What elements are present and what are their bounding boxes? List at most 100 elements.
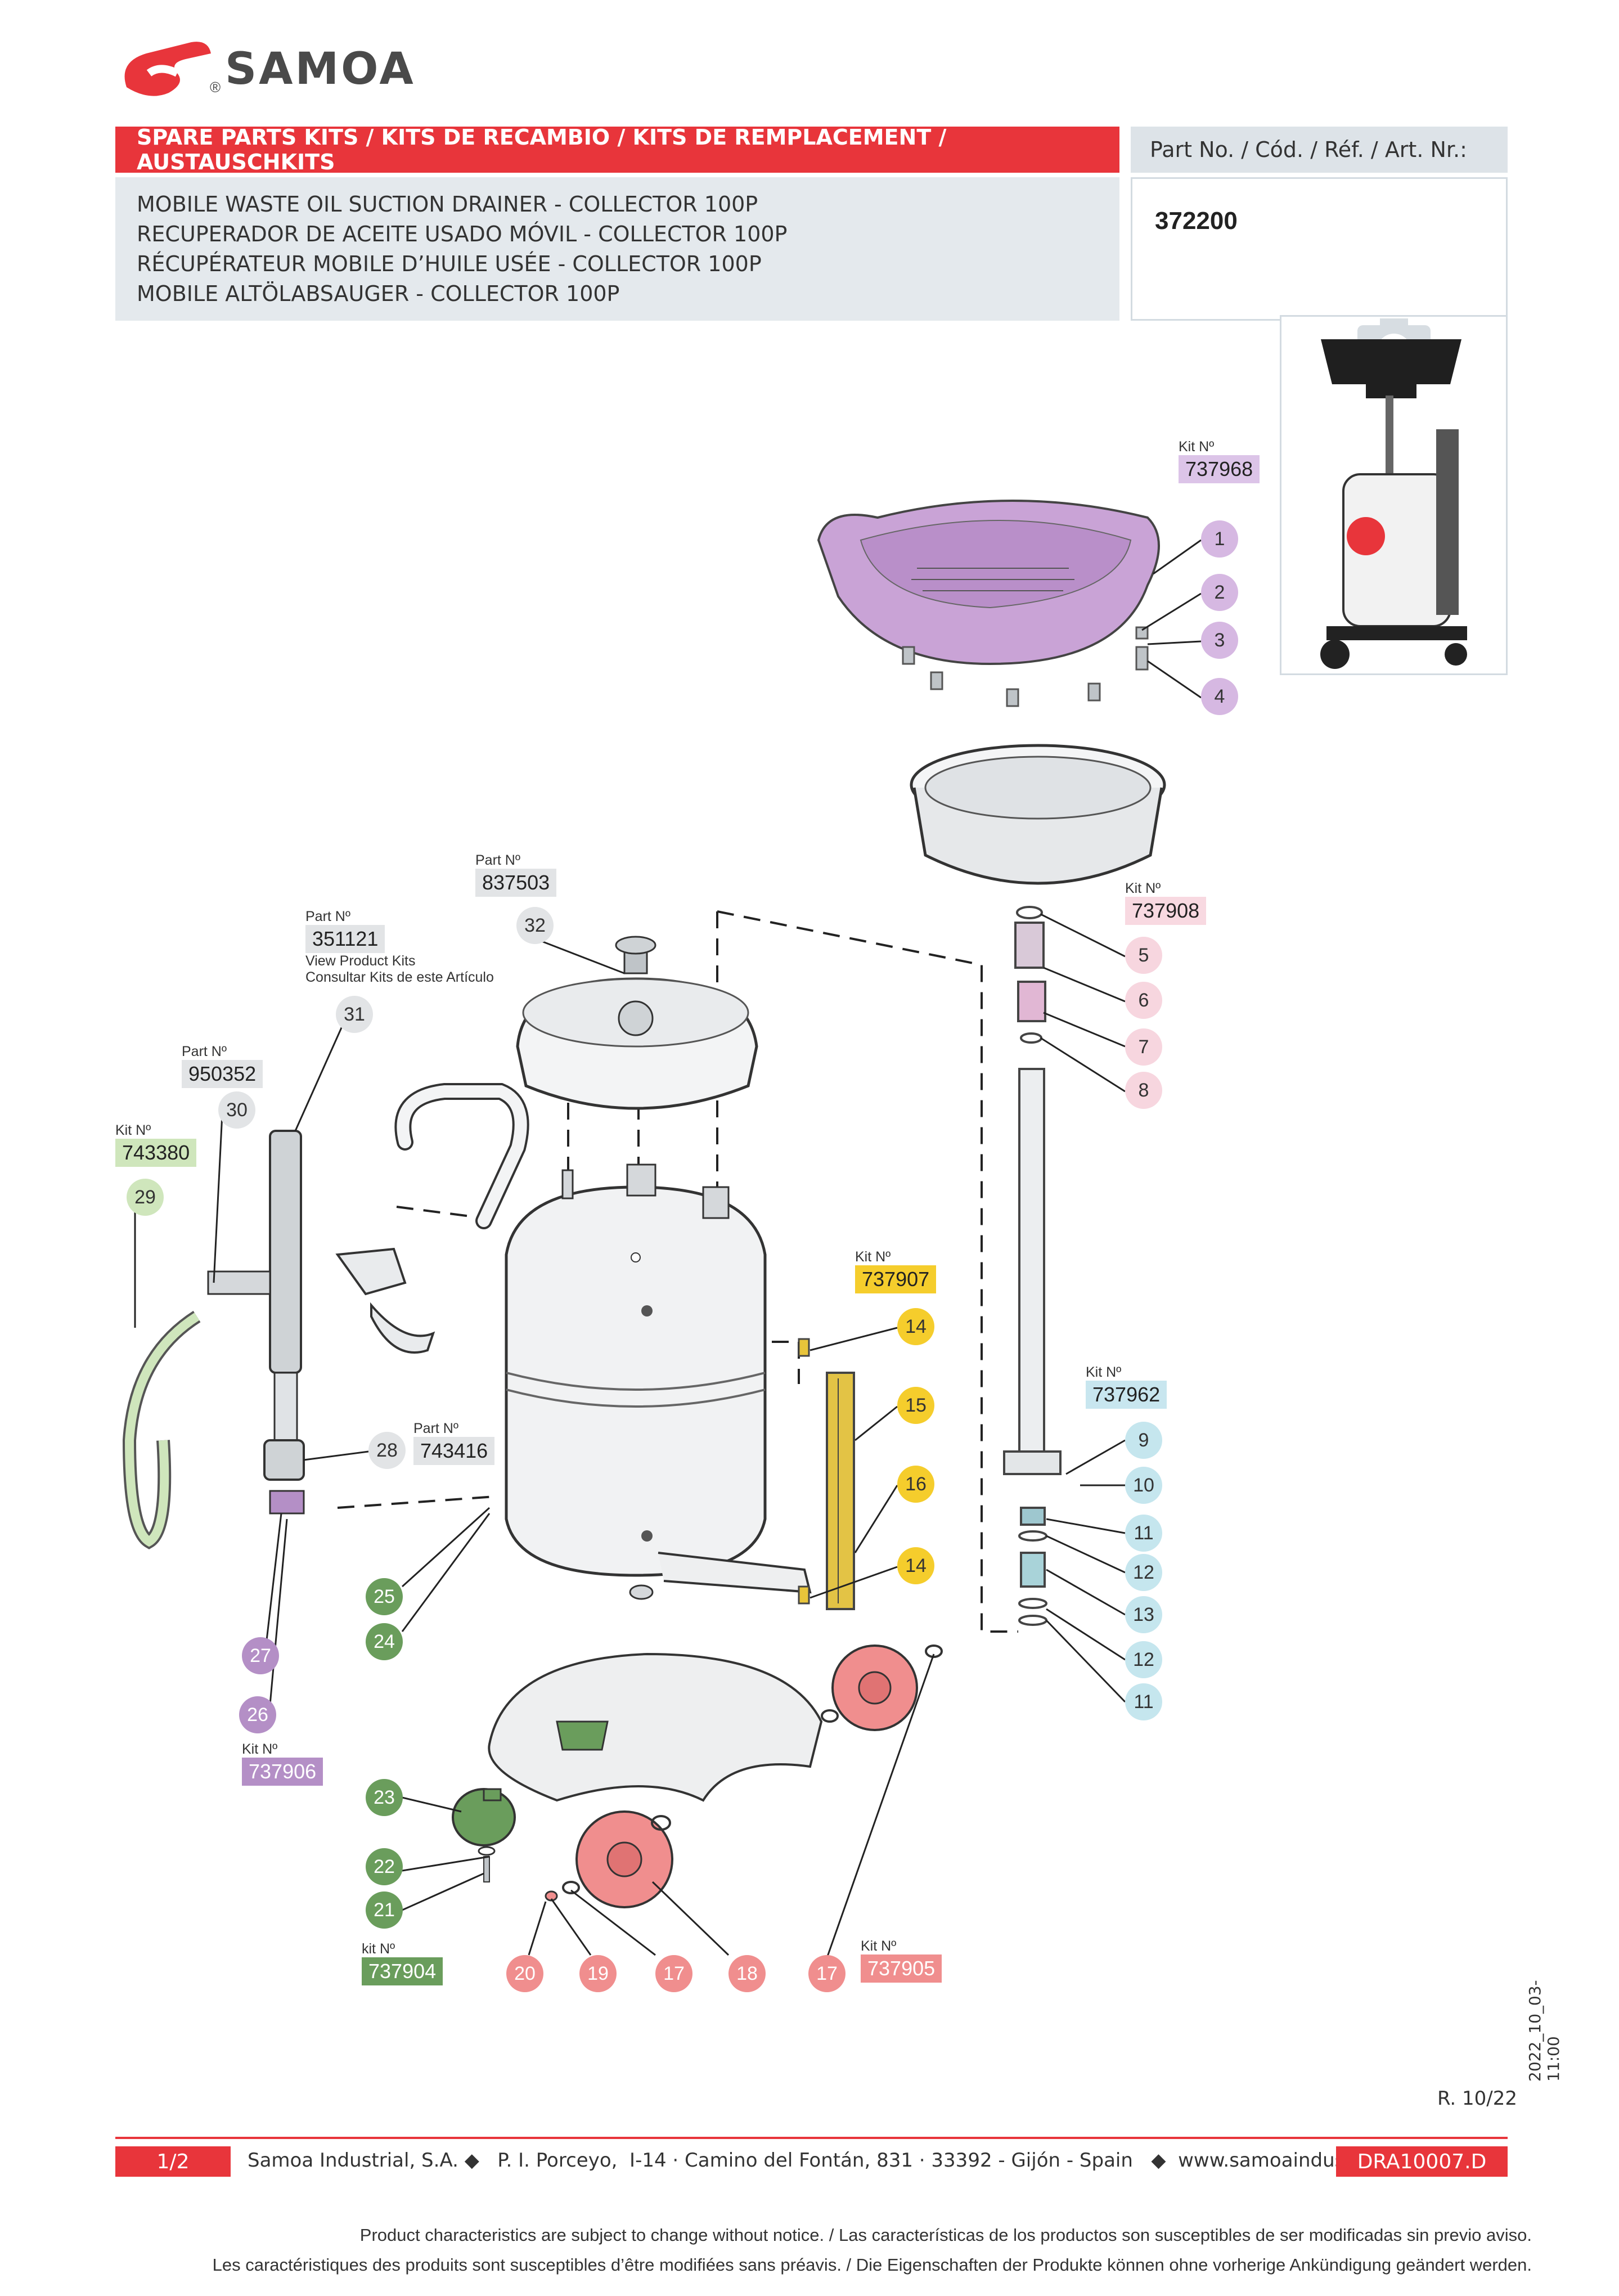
leader-lines (134, 539, 1202, 1958)
air-pump (207, 1130, 305, 1515)
kit-737962[interactable]: Kit Nº 737962 (1086, 1364, 1167, 1409)
kit-label: Kit Nº (1125, 880, 1161, 896)
kit-number: 737908 (1125, 897, 1207, 925)
callout-10: 10 (1125, 1467, 1162, 1504)
callout-3: 3 (1201, 622, 1238, 659)
kit-label: Kit Nº (1086, 1364, 1122, 1380)
handle-bracket (335, 1247, 435, 1354)
part-label: Part Nº (182, 1044, 227, 1059)
callout-1: 1 (1201, 520, 1238, 558)
kit-number: 737968 (1179, 455, 1260, 483)
disclaimer-line-1: Product characteristics are subject to c… (359, 2225, 1532, 2245)
kit-label: Kit Nº (115, 1122, 151, 1138)
callout-13: 13 (1125, 1596, 1162, 1633)
part-351121[interactable]: Part Nº 351121 View Product Kits Consult… (305, 909, 494, 986)
brand-name: SAMOA (225, 44, 416, 95)
callout-32: 32 (516, 907, 554, 944)
view-product-kits-link[interactable]: View Product Kits (305, 953, 416, 969)
part-number: 351121 (305, 925, 385, 953)
callout-2: 2 (1201, 574, 1238, 611)
kit-737905[interactable]: Kit Nº 737905 (861, 1938, 942, 1983)
kit-737908[interactable]: Kit Nº 737908 (1125, 880, 1207, 925)
callout-6: 6 (1125, 982, 1162, 1019)
samoa-logo: ® SAMOA (115, 39, 464, 101)
disclaimer-line-2: Les caractéristiques des produits sont s… (212, 2255, 1532, 2275)
callout-31: 31 (336, 996, 373, 1033)
kit-number: 737905 (861, 1954, 942, 1983)
part-number: 950352 (182, 1060, 263, 1088)
callout-17: 17 (808, 1955, 846, 1992)
document-code: DRA10007.D (1336, 2146, 1508, 2177)
company-info: Samoa Industrial, S.A. ◆ P. I. Porceyo, … (248, 2149, 1429, 2172)
kit-number: 737904 (362, 1957, 443, 1985)
callout-26: 26 (239, 1696, 276, 1733)
kit-label: Kit Nº (1179, 439, 1215, 455)
callout-25: 25 (366, 1578, 403, 1615)
description-es: RECUPERADOR DE ACEITE USADO MÓVIL - COLL… (137, 222, 788, 246)
kit-label: Kit Nº (855, 1249, 891, 1265)
wheels (545, 1645, 943, 1908)
part-950352[interactable]: Part Nº 950352 (182, 1044, 263, 1088)
callout-18: 18 (728, 1955, 766, 1992)
kit-label: kit Nº (362, 1941, 395, 1957)
callout-9: 9 (1125, 1422, 1162, 1459)
part-837503[interactable]: Part Nº 837503 (475, 852, 557, 897)
kit-737904[interactable]: kit Nº 737904 (362, 1941, 443, 1985)
base-ring (488, 1652, 823, 1802)
part-no-label: Part No. / Cód. / Réf. / Art. Nr.: (1131, 127, 1508, 173)
filter-basket (910, 744, 1166, 885)
kit-number: 737906 (242, 1758, 323, 1786)
level-gauge (798, 1338, 855, 1610)
spare-parts-banner: SPARE PARTS KITS / KITS DE RECAMBIO / KI… (115, 125, 1119, 174)
kit-737907[interactable]: Kit Nº 737907 (855, 1249, 937, 1293)
product-photo (1320, 318, 1467, 669)
part-number: 837503 (475, 869, 557, 897)
product-photo-box (1280, 315, 1508, 675)
callout-23: 23 (366, 1779, 403, 1816)
callout-29: 29 (127, 1179, 164, 1216)
tank-lid (516, 936, 758, 1110)
tank-handle (394, 1083, 529, 1229)
callout-14b: 14 (897, 1547, 934, 1584)
samoa-logo-mark-icon (124, 42, 211, 96)
page-number: 1/2 (115, 2146, 231, 2177)
part-label: Part Nº (413, 1421, 458, 1436)
part-number: 743416 (413, 1437, 495, 1465)
callout-22: 22 (366, 1848, 403, 1885)
kit-743380[interactable]: Kit Nº 743380 (115, 1122, 197, 1167)
callout-12: 12 (1125, 1554, 1162, 1591)
callout-17b: 17 (655, 1955, 692, 1992)
callout-21: 21 (366, 1891, 403, 1929)
suction-tube (1003, 906, 1062, 1626)
callout-20: 20 (506, 1955, 543, 1992)
callout-30: 30 (218, 1091, 255, 1129)
kit-number: 743380 (115, 1139, 197, 1167)
kit-737968[interactable]: Kit Nº 737968 (1179, 439, 1260, 483)
kit-label: Kit Nº (242, 1741, 278, 1757)
callout-16: 16 (897, 1466, 934, 1503)
kit-label: Kit Nº (861, 1938, 897, 1954)
consult-kits-link[interactable]: Consultar Kits de este Artículo (305, 969, 494, 985)
hose (122, 1310, 201, 1549)
registered-mark: ® (210, 79, 221, 96)
description-en: MOBILE WASTE OIL SUCTION DRAINER - COLLE… (137, 192, 758, 217)
callout-24: 24 (366, 1623, 403, 1660)
revision: R. 10/22 (1437, 2087, 1518, 2110)
part-743416[interactable]: Part Nº 743416 (413, 1421, 495, 1465)
callout-12b: 12 (1125, 1641, 1162, 1678)
callout-11b: 11 (1125, 1683, 1162, 1720)
part-label: Part Nº (305, 909, 350, 924)
pan-screws (902, 626, 1149, 707)
kit-737906[interactable]: Kit Nº 737906 (242, 1741, 323, 1786)
oil-pan (817, 500, 1160, 666)
callout-28: 28 (368, 1432, 406, 1469)
callout-5: 5 (1125, 937, 1162, 974)
callout-27: 27 (242, 1637, 279, 1674)
part-number: 372200 (1155, 207, 1238, 235)
caster (452, 1788, 516, 1882)
print-timestamp: 2022_10_03-11:00 (1526, 1980, 1563, 2082)
callout-11: 11 (1125, 1515, 1162, 1552)
kit-number: 737907 (855, 1265, 937, 1293)
callout-14: 14 (897, 1308, 934, 1345)
tank (505, 1163, 812, 1600)
